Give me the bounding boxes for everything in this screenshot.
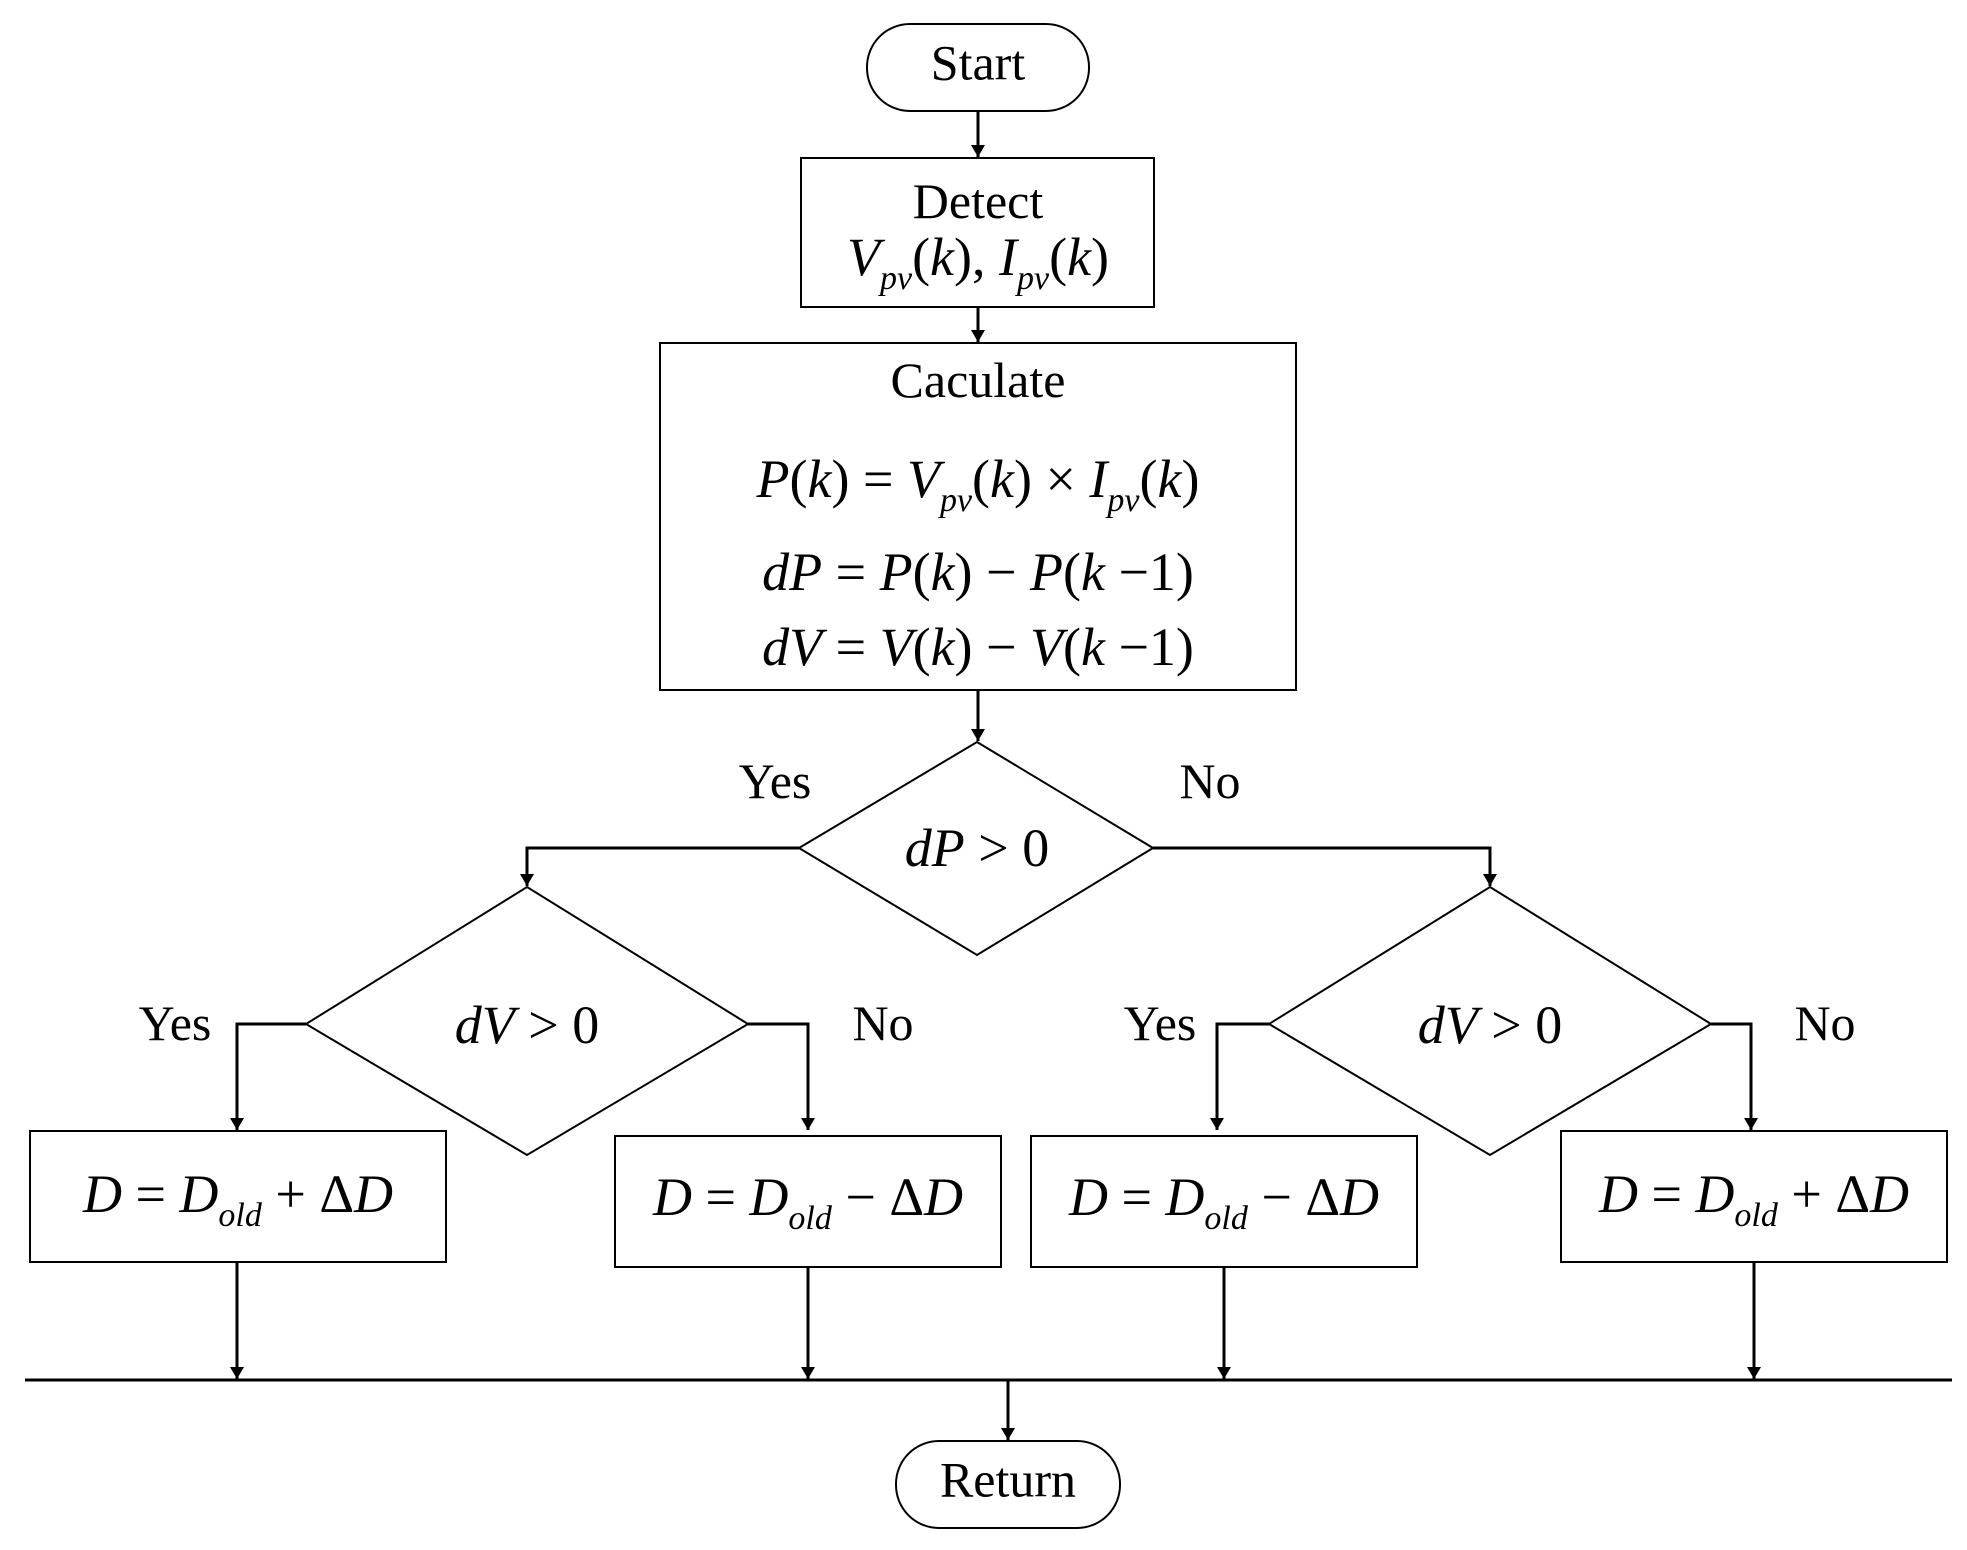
detect-title: Detect <box>913 173 1044 229</box>
power-equation: P(k) = Vpv(k) × Ipv(k) <box>756 449 1200 519</box>
decision-dv-right-yes-label: Yes <box>1124 995 1197 1051</box>
return-label: Return <box>940 1451 1076 1507</box>
action-expression: D = Dold − ΔD <box>1068 1167 1379 1237</box>
calculate-title: Caculate <box>891 352 1066 408</box>
decision-dp: dP > 0 <box>797 740 1155 957</box>
action-box-increase-right: D = Dold + ΔD <box>1560 1130 1948 1263</box>
connector-dv-left-no <box>748 1022 815 1130</box>
decision-dv-left: dV > 0 <box>304 885 750 1157</box>
connector-dv-right-yes <box>1210 1022 1269 1130</box>
action-expression: D = Dold + ΔD <box>82 1164 393 1234</box>
action-expression: D = Dold − ΔD <box>652 1167 963 1237</box>
start-label: Start <box>931 34 1026 90</box>
decision-dv-right-condition: dV > 0 <box>1418 995 1562 1055</box>
decision-dv-left-condition: dV > 0 <box>455 995 599 1055</box>
decision-dp-condition: dP > 0 <box>905 818 1049 878</box>
connector-dp-yes <box>520 846 799 886</box>
detect-process: Detect Vpv(k), Ipv(k) <box>800 157 1155 308</box>
return-terminal: Return <box>895 1440 1121 1529</box>
dv-equation: dV = V(k) − V(k −1) <box>762 617 1194 677</box>
detect-expression: Vpv(k), Ipv(k) <box>847 227 1109 297</box>
decision-dv-right-no-label: No <box>1794 995 1855 1051</box>
connector-dv-right-no <box>1711 1022 1758 1130</box>
calculate-process: Caculate P(k) = Vpv(k) × Ipv(k) dP = P(k… <box>659 342 1297 691</box>
start-terminal: Start <box>866 23 1090 112</box>
decision-dp-yes-label: Yes <box>739 753 812 809</box>
decision-dv-right: dV > 0 <box>1267 885 1713 1157</box>
action-expression: D = Dold + ΔD <box>1598 1164 1909 1234</box>
connector-dp-no <box>1153 846 1497 886</box>
decision-dv-left-yes-label: Yes <box>139 995 212 1051</box>
dp-equation: dP = P(k) − P(k −1) <box>762 542 1194 602</box>
connector-dv-left-yes <box>230 1022 306 1130</box>
action-box-decrease-left: D = Dold − ΔD <box>614 1135 1002 1268</box>
action-box-decrease-right: D = Dold − ΔD <box>1030 1135 1418 1268</box>
decision-dp-no-label: No <box>1179 753 1240 809</box>
action-box-increase-left: D = Dold + ΔD <box>29 1130 447 1263</box>
decision-dv-left-no-label: No <box>852 995 913 1051</box>
